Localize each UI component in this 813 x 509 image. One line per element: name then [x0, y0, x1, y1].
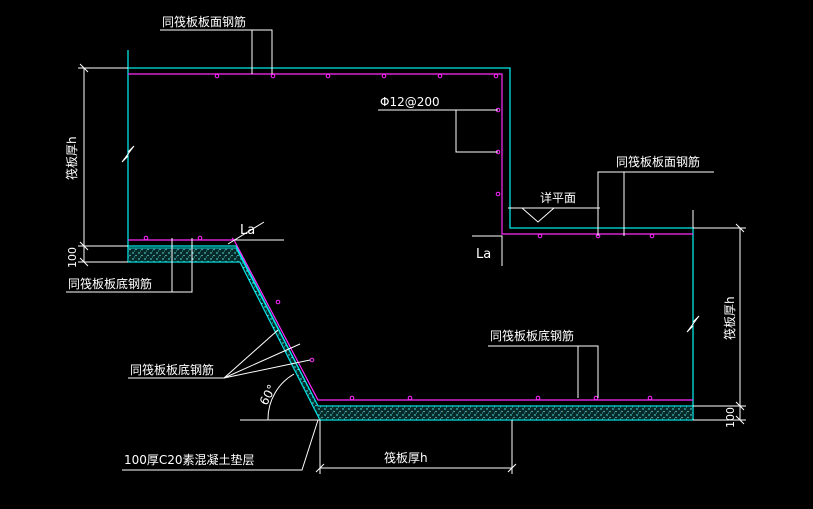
label-bottom-rebar-right: 同筏板板底钢筋 — [490, 328, 574, 343]
label-mid-face-rebar: 同筏板板面钢筋 — [616, 154, 700, 169]
label-dim-100-left: 100 — [66, 247, 79, 268]
label-cushion-layer: 100厚C20素混凝土垫层 — [124, 452, 255, 467]
label-rebar-spec: Φ12@200 — [380, 95, 440, 109]
label-bottom-rebar-slope: 同筏板板底钢筋 — [130, 362, 214, 377]
rebar-dots — [143, 73, 655, 401]
leader-lines — [66, 29, 746, 474]
label-level-mark: 详平面 — [540, 190, 576, 205]
label-dim-raft-h-left: 筏板厚h — [65, 136, 79, 180]
cushion-layer — [127, 247, 694, 421]
label-bottom-rebar-left: 同筏板板底钢筋 — [68, 276, 152, 291]
label-dim-100-right: 100 — [724, 407, 737, 428]
rebar-lines — [128, 73, 693, 401]
label-la-lower: La — [476, 247, 491, 262]
label-la-upper: La — [240, 223, 255, 238]
label-dim-raft-h-right: 筏板厚h — [723, 296, 737, 340]
label-dim-raft-h-bottom: 筏板厚h — [384, 451, 428, 465]
label-top-face-rebar: 同筏板板面钢筋 — [162, 14, 246, 29]
label-angle: 60° — [257, 382, 279, 407]
